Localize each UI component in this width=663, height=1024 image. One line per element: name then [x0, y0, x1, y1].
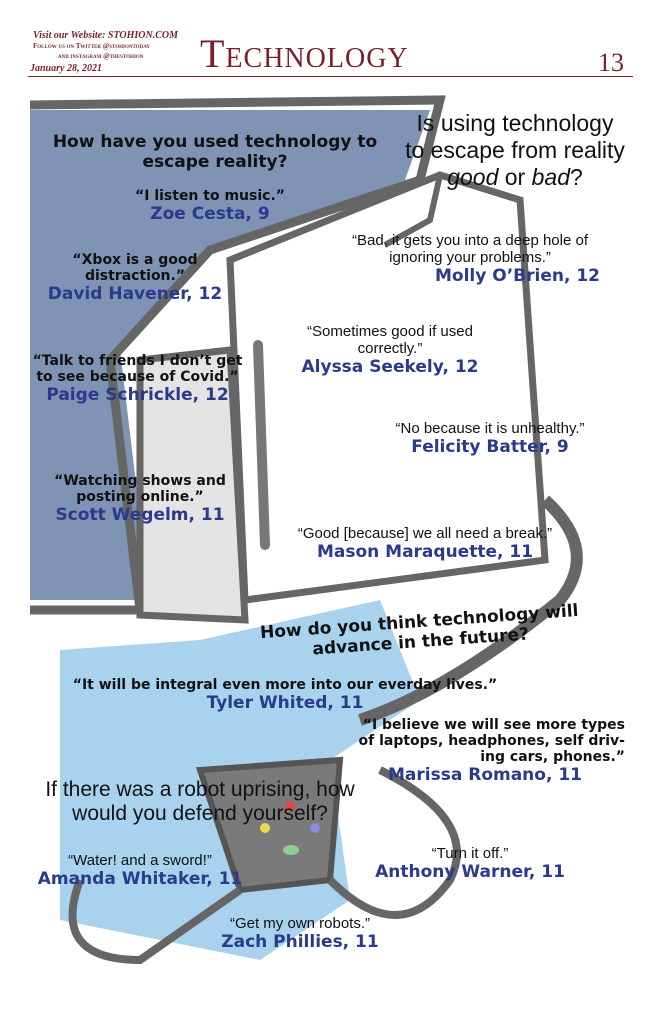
quote: “No because it is unhealthy.” — [395, 420, 585, 437]
question-escape: How have you used technology to escape r… — [52, 132, 378, 172]
yellow-button — [260, 823, 270, 833]
green-button — [283, 845, 299, 855]
response: “Turn it off.”Anthony Warner, 11 — [360, 845, 580, 882]
response: “Watching shows and posting online.”Scot… — [40, 473, 240, 525]
name: Molly O’Brien, 12 — [435, 266, 600, 286]
tower-handle — [253, 340, 270, 550]
quote: “I believe we will see more types of lap… — [358, 717, 626, 765]
computer-tower — [226, 171, 549, 604]
name: Marissa Romano, 11 — [388, 765, 582, 785]
name: Scott Wegelm, 11 — [55, 505, 225, 525]
name: Paige Schrickle, 12 — [46, 385, 229, 405]
quote: “Good [because] we all need a break.” — [297, 525, 553, 542]
name: Zach Phillies, 11 — [221, 932, 379, 952]
response: “I listen to music.”Zoe Cesta, 9 — [110, 188, 310, 224]
section-title: Technology — [200, 31, 409, 76]
response: “Good [because] we all need a break.”Mas… — [275, 525, 575, 562]
name: Amanda Whitaker, 11 — [37, 869, 243, 889]
controller-grips — [68, 766, 461, 965]
name: Felicity Batter, 9 — [411, 437, 569, 457]
website-line: Visit our Website: STOHION.COM — [33, 30, 179, 41]
quote: “It will be integral even more into our … — [72, 677, 498, 693]
bad-word: bad — [531, 164, 570, 190]
monitor-screen — [30, 110, 430, 600]
name: Alyssa Seekely, 12 — [301, 357, 479, 377]
q2-line2: to escape from reality — [405, 137, 625, 163]
quote: “Water! and a sword!” — [68, 852, 212, 869]
page-number: 13 — [598, 48, 624, 77]
q-mark: ? — [569, 164, 583, 190]
name: Anthony Warner, 11 — [375, 862, 565, 882]
response: “No because it is unhealthy.”Felicity Ba… — [375, 420, 605, 457]
name: Mason Maraquette, 11 — [316, 542, 534, 562]
question-robot: If there was a robot uprising, how would… — [45, 778, 355, 825]
response: “Get my own robots.”Zach Phillies, 11 — [200, 915, 400, 952]
name: Zoe Cesta, 9 — [150, 204, 270, 224]
good-word: good — [447, 164, 499, 190]
quote: “Turn it off.” — [431, 845, 509, 862]
or-word: or — [498, 164, 532, 190]
issue-date: January 28, 2021 — [30, 63, 102, 74]
quote: “Bad, it gets you into a deep hole of ig… — [352, 232, 588, 266]
response: “I believe we will see more types of lap… — [345, 717, 626, 785]
response: “Water! and a sword!”Amanda Whitaker, 11 — [30, 852, 250, 889]
twitter-line: Follow us on Twitter @stohiontoday — [33, 42, 150, 50]
q2-line1: Is using technology — [416, 110, 614, 136]
response: “Bad, it gets you into a deep hole of ig… — [340, 232, 600, 286]
monitor-stand — [136, 346, 249, 624]
instagram-line: and instagram @thestohion — [58, 52, 144, 60]
header-rule — [28, 76, 633, 77]
q2-line3: good or bad? — [395, 164, 635, 191]
quote: “Watching shows and posting online.” — [54, 473, 226, 505]
name: Tyler Whited, 11 — [206, 693, 364, 713]
purple-button — [310, 823, 320, 833]
red-button — [285, 801, 295, 811]
quote: “Sometimes good if used correctly.” — [307, 323, 473, 357]
response: “Xbox is a good distraction.”David Haven… — [35, 252, 235, 304]
quote: “Talk to friends I don’t get to see beca… — [32, 353, 243, 385]
quote: “Xbox is a good distraction.” — [72, 252, 198, 284]
response: “Talk to friends I don’t get to see beca… — [30, 353, 245, 405]
name: David Havener, 12 — [47, 284, 223, 304]
cable — [358, 495, 583, 726]
response: “Sometimes good if used correctly.”Alyss… — [280, 323, 500, 377]
question-good-or-bad: Is using technology to escape from reali… — [395, 110, 635, 191]
response: “It will be integral even more into our … — [55, 677, 515, 713]
quote: “Get my own robots.” — [229, 915, 371, 932]
quote: “I listen to music.” — [135, 188, 285, 204]
tower-edge — [383, 174, 443, 248]
